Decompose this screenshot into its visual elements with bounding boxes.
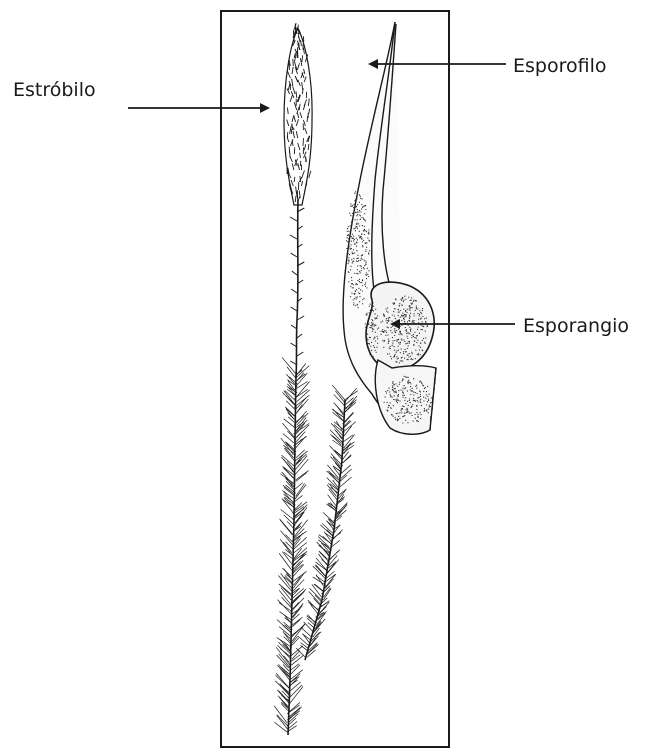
leafy-shoot-main (274, 357, 309, 735)
callout-strobilus: Estróbilo (13, 79, 268, 108)
label-strobilus: Estróbilo (13, 79, 96, 101)
peduncle-stem (296, 200, 298, 378)
sporophyll-illustration (343, 22, 436, 434)
sporophyll-lower-flap (375, 360, 436, 434)
callout-sporophyll: Esporofilo (370, 55, 606, 77)
lycopodium-plant-illustration (274, 23, 358, 735)
label-sporophyll: Esporofilo (513, 55, 606, 77)
strobilus-drawing (284, 23, 312, 205)
label-sporangium: Esporangio (523, 315, 629, 337)
